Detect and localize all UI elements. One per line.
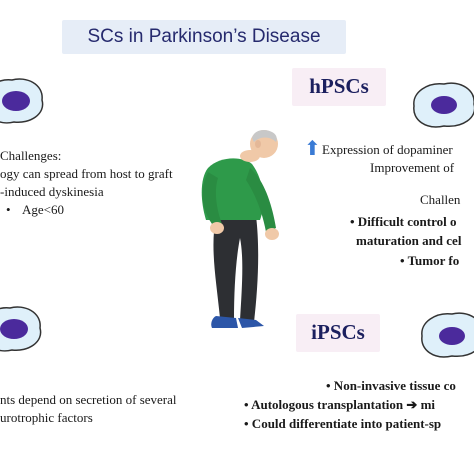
right-top-line-3: maturation and cel (356, 233, 462, 248)
right-top-bullet-2: • Tumor fo (400, 253, 460, 268)
cell-icon-bottom-right (421, 312, 474, 358)
left-challenge-line-1: ogy can spread from host to graft (0, 166, 173, 181)
cell-icon-top-right (413, 82, 474, 128)
right-top-line-1: Expression of dopaminer (322, 142, 453, 157)
left-bottom-line-2: urotrophic factors (0, 410, 93, 425)
left-challenge-line-3: Age<60 (22, 202, 64, 217)
right-bottom-bullet-3: • Could differentiate into patient-sp (244, 416, 442, 431)
title-box: SCs in Parkinson’s Disease (62, 20, 346, 54)
cell-icon-top-left (0, 78, 44, 124)
right-top-bullet-1: • Difficult control o (350, 214, 457, 229)
up-arrow-icon: ⬆ (304, 138, 321, 160)
right-bottom-bullet-2-end: mi (417, 397, 436, 412)
right-bottom-bullet-2-start: • Autologous transplantation (244, 397, 404, 412)
elderly-man-illustration (201, 130, 279, 328)
hpscs-label-box: hPSCs (292, 68, 386, 106)
cell-icon-bottom-left (0, 306, 42, 352)
hpscs-label: hPSCs (309, 74, 369, 98)
right-bottom-bullet-2: • Autologous transplantation ➔ mi (244, 397, 435, 413)
right-challenges-heading: Challen (420, 192, 461, 207)
ipscs-label: iPSCs (311, 320, 365, 344)
left-challenge-line-2: -induced dyskinesia (0, 184, 104, 199)
diagram-title: SCs in Parkinson’s Disease (87, 26, 321, 47)
right-bottom-bullet-1: • Non-invasive tissue co (326, 378, 456, 393)
ipscs-label-box: iPSCs (296, 314, 380, 352)
right-arrow-icon: ➔ (406, 397, 418, 412)
left-bullet: • (6, 202, 11, 217)
left-challenges-heading: Challenges: (0, 148, 62, 163)
right-top-line-2: Improvement of (370, 160, 455, 175)
left-bottom-line-1: nts depend on secretion of several (0, 392, 177, 407)
